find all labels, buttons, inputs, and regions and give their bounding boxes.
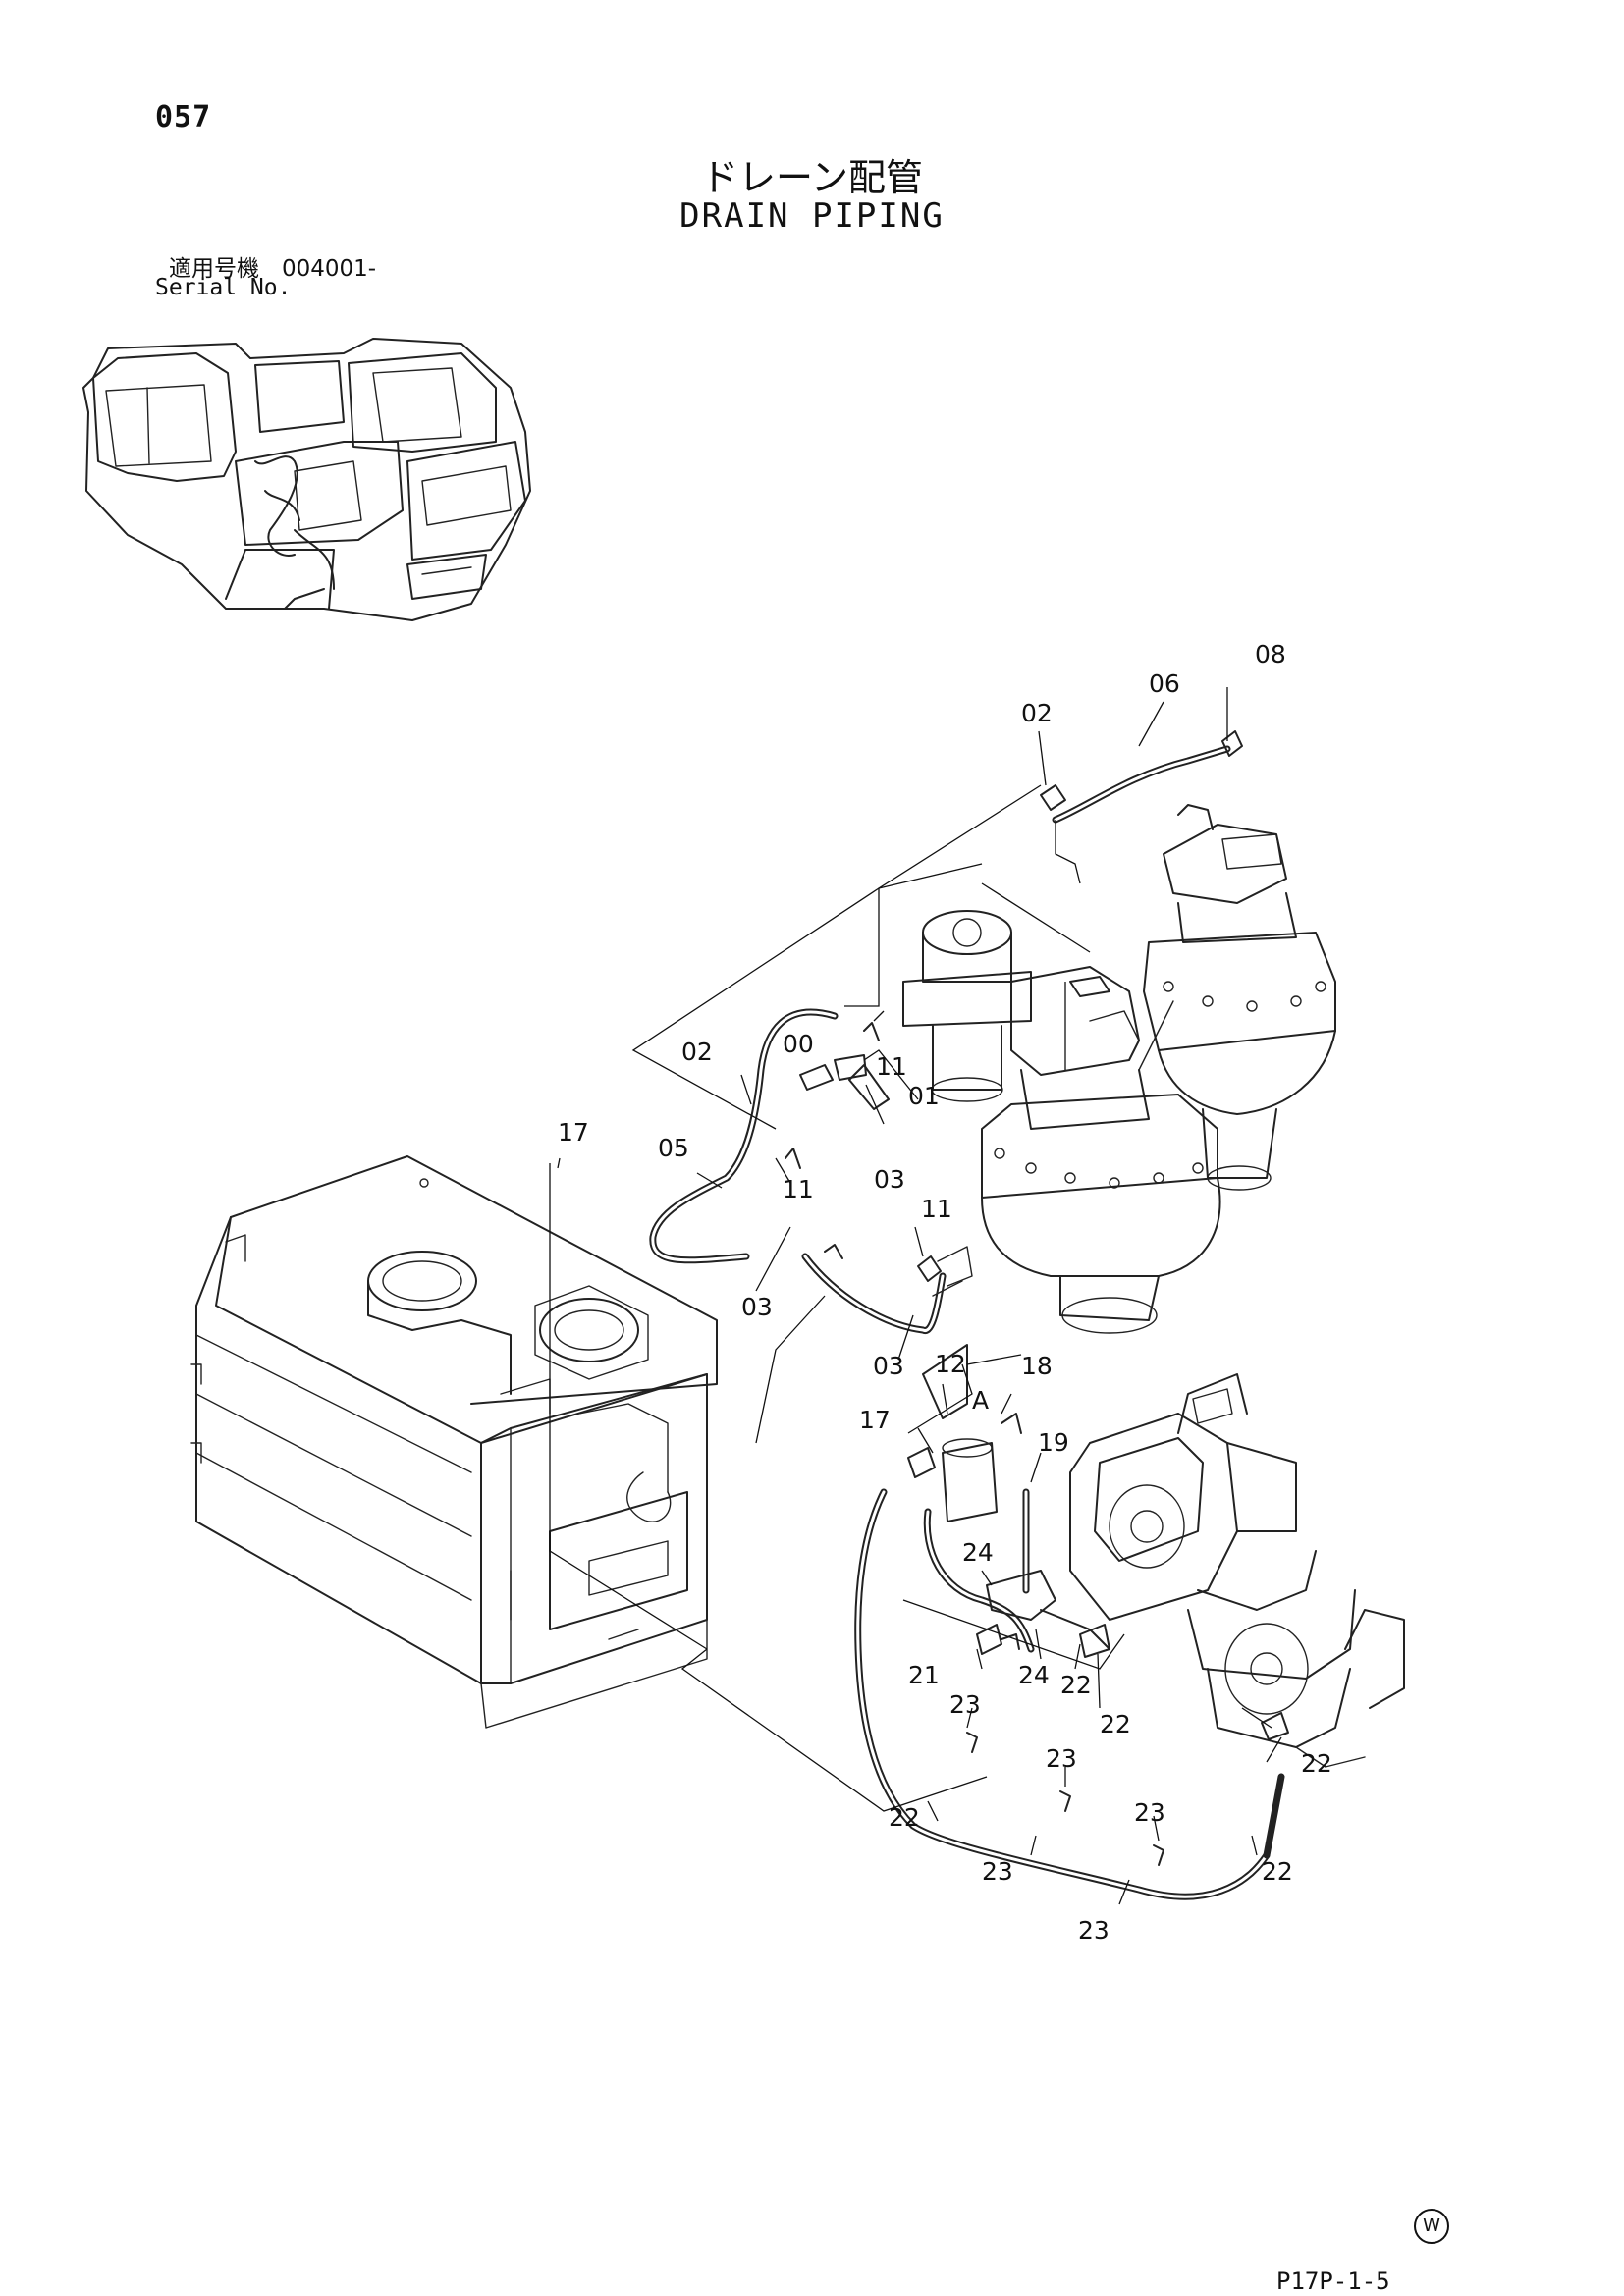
callout-23-a: 23 bbox=[949, 1690, 981, 1719]
callout-03-b: 03 bbox=[741, 1293, 773, 1321]
callout-06: 06 bbox=[1149, 669, 1180, 698]
callout-19: 22 bbox=[1301, 1749, 1332, 1778]
watermark-symbol: W bbox=[1414, 2209, 1449, 2244]
callout-24-b: 24 bbox=[1018, 1661, 1050, 1689]
callout-23-b: 23 bbox=[1046, 1744, 1077, 1773]
callout-24-a: 24 bbox=[962, 1538, 994, 1567]
page-title: DRAIN PIPING bbox=[679, 196, 945, 236]
callout-18: 22 bbox=[1100, 1710, 1131, 1738]
callout-12: 12 bbox=[935, 1350, 966, 1378]
callout-16: 19 bbox=[1038, 1428, 1069, 1457]
callout-00: 00 bbox=[783, 1030, 814, 1058]
callout-21: 22 bbox=[1262, 1857, 1293, 1886]
callout-02: 02 bbox=[681, 1038, 713, 1066]
callout-11-mid: 11 bbox=[783, 1175, 814, 1203]
callout-17: 21 bbox=[908, 1661, 940, 1689]
callout-05: 05 bbox=[658, 1134, 689, 1162]
callout-01: 01 bbox=[908, 1082, 940, 1110]
part-callouts: 02 06 08 11 02 00 01 17 05 11 03 11 03 0… bbox=[558, 640, 1332, 1945]
callout-14: 17 bbox=[859, 1406, 891, 1434]
callout-11-top: 11 bbox=[876, 1052, 907, 1081]
callout-03-c: 03 bbox=[873, 1352, 904, 1380]
main-pumps bbox=[1069, 1373, 1405, 1768]
page-number: 057 bbox=[155, 100, 212, 134]
callout-20: 22 bbox=[1060, 1671, 1092, 1699]
callout-22-a: 22 bbox=[889, 1803, 920, 1832]
leader-lines bbox=[549, 687, 1282, 1905]
callout-22-b: 23 bbox=[982, 1857, 1013, 1886]
callout-13: 17 bbox=[558, 1118, 589, 1147]
callout-A: A bbox=[972, 1386, 989, 1415]
serial-label: Serial No. bbox=[155, 275, 292, 300]
callout-08: 08 bbox=[1255, 640, 1286, 668]
page-title-japanese: ドレーン配管 bbox=[700, 156, 924, 199]
callout-22-c: 23 bbox=[1078, 1916, 1110, 1945]
serial-label-japanese: 適用号機 004001- bbox=[169, 256, 377, 282]
callout-11-right: 11 bbox=[921, 1195, 952, 1223]
callout-15: 18 bbox=[1021, 1352, 1053, 1380]
excavator-overview-thumbnail bbox=[82, 338, 531, 621]
center-joint bbox=[902, 910, 1032, 1102]
swing-motors bbox=[981, 804, 1336, 1334]
page-code: P17P-1-5 bbox=[1276, 2268, 1390, 2295]
callout-03-a: 03 bbox=[874, 1165, 905, 1194]
fittings bbox=[785, 730, 1289, 1866]
hydraulic-tank bbox=[190, 1155, 718, 1729]
callout-09: 02 bbox=[1021, 699, 1053, 727]
callout-23-c: 23 bbox=[1134, 1798, 1165, 1827]
drain-hoses bbox=[649, 745, 1285, 1900]
